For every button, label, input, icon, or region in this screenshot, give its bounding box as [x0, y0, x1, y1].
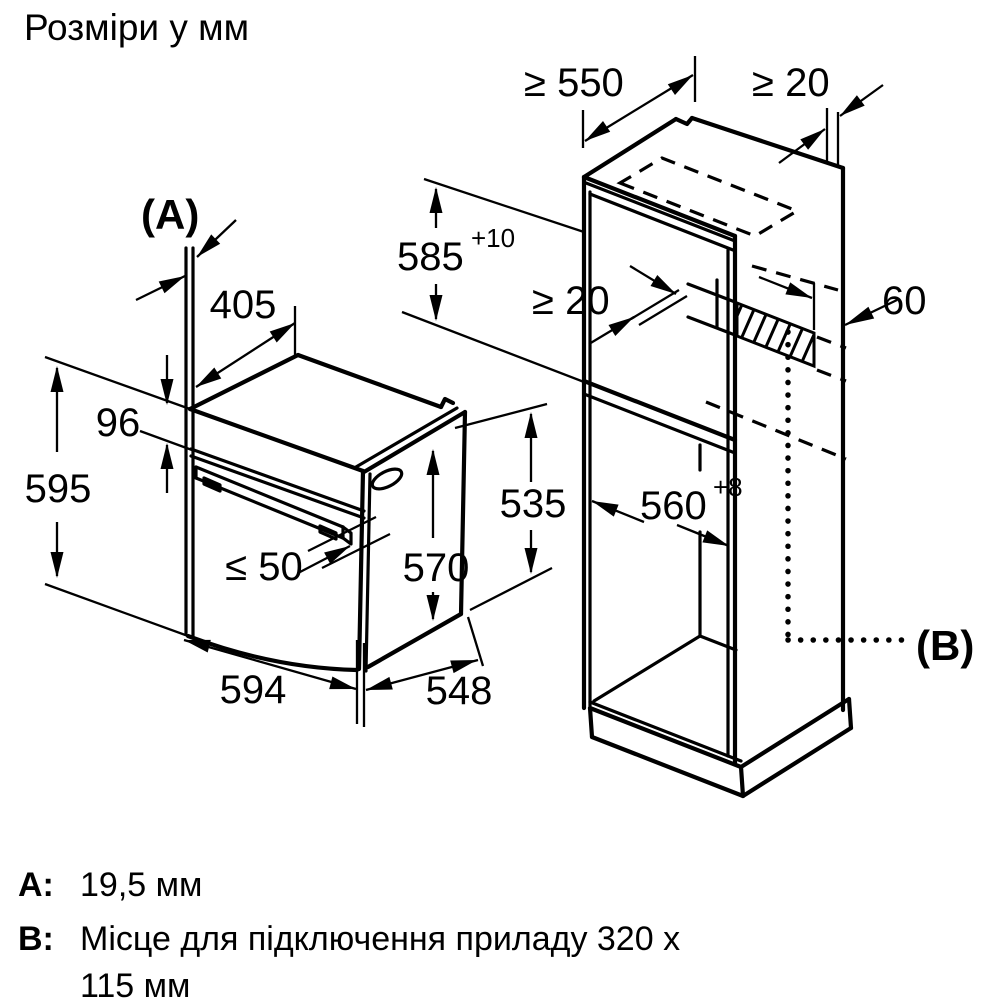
- dim-label-560-tolerance: +8: [713, 472, 743, 502]
- side-grip-cutout: [370, 467, 404, 491]
- dim-label-20-rear: ≥ 20: [532, 279, 610, 323]
- dim-label-B: (B): [916, 622, 974, 669]
- legend-a-value: 19,5 мм: [80, 866, 202, 904]
- dim-label-96: 96: [96, 401, 141, 445]
- legend-b-value: Місце для підключення приладу 320 x: [80, 920, 680, 958]
- cabinet-drawing: [581, 115, 906, 799]
- oven-dimensions: (A) 405 96 595 ≤ 50 570: [25, 191, 567, 727]
- dim-label-585: 585: [397, 235, 464, 279]
- legend-b-key: B:: [18, 920, 54, 958]
- cabinet-dimensions: ≥ 550 ≥ 20 585 +10 ≥ 20 60: [397, 56, 974, 669]
- dim-label-560: 560: [640, 484, 707, 528]
- oven-drawing: [184, 246, 468, 673]
- legend-a-key: A:: [18, 866, 54, 904]
- dim-label-550: ≥ 550: [524, 61, 624, 105]
- page-title: Розміри у мм: [24, 7, 249, 48]
- dim-label-595: 595: [25, 467, 92, 511]
- connection-area-hatched: [735, 300, 816, 369]
- dim-label-594: 594: [220, 668, 287, 712]
- dim-label-405: 405: [210, 283, 277, 327]
- dim-label-548: 548: [426, 669, 493, 713]
- top-vent-hidden-outline: [616, 156, 801, 238]
- legend-b-value-cont: 115 мм: [80, 967, 190, 1000]
- dim-label-50: ≤ 50: [225, 545, 303, 589]
- dim-label-570: 570: [403, 546, 470, 590]
- legend: A: 19,5 мм B: Місце для підключення прил…: [18, 866, 680, 1000]
- dim-label-20-wall: ≥ 20: [752, 61, 830, 105]
- dim-label-585-tolerance: +10: [471, 223, 515, 253]
- dim-label-535: 535: [500, 482, 567, 526]
- dim-label-60: 60: [882, 279, 927, 323]
- dim-label-A: (A): [141, 191, 199, 238]
- door-handle: [194, 465, 353, 546]
